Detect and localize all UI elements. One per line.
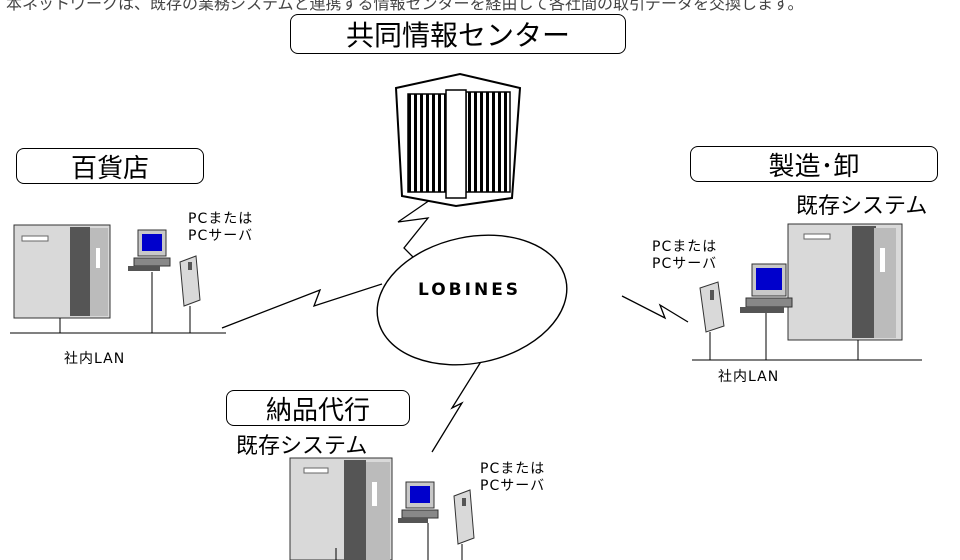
manufacturer-equipment: [692, 223, 922, 361]
network-cloud: [376, 234, 568, 366]
network-label: LOBINES: [418, 280, 522, 300]
delivery-pc-label-2: PCサーバ: [480, 478, 546, 494]
top-caption: 本ネットワークは、既存の業務システムと連携する情報センターを経由して各社間の取引…: [6, 0, 804, 13]
department-store-label: 百貨店: [16, 148, 204, 184]
connection-lines: [221, 199, 689, 453]
manufacturer-lan-label: 社内LAN: [718, 369, 780, 385]
delivery-pc-label-1: PCまたは: [480, 461, 546, 477]
department-store-pc-label-1: PCまたは: [188, 211, 254, 227]
link-department-store: [221, 283, 383, 329]
mainframe-icon: [394, 72, 522, 208]
manufacturer-system-label: 既存システム: [796, 194, 928, 219]
department-store-equipment: [10, 224, 226, 334]
delivery-system-label: 既存システム: [236, 434, 368, 459]
link-center: [397, 199, 431, 259]
department-store-pc-label-2: PCサーバ: [188, 228, 254, 244]
center-label: 共同情報センター: [290, 14, 626, 54]
manufacturer-pc-label-2: PCサーバ: [652, 256, 718, 272]
department-store-lan-label: 社内LAN: [64, 351, 126, 367]
manufacturer-label: 製造･卸: [690, 146, 938, 182]
delivery-equipment: [289, 457, 475, 560]
link-manufacturer: [621, 295, 689, 323]
delivery-label: 納品代行: [226, 390, 410, 426]
manufacturer-pc-label-1: PCまたは: [652, 239, 718, 255]
link-delivery: [431, 359, 483, 453]
